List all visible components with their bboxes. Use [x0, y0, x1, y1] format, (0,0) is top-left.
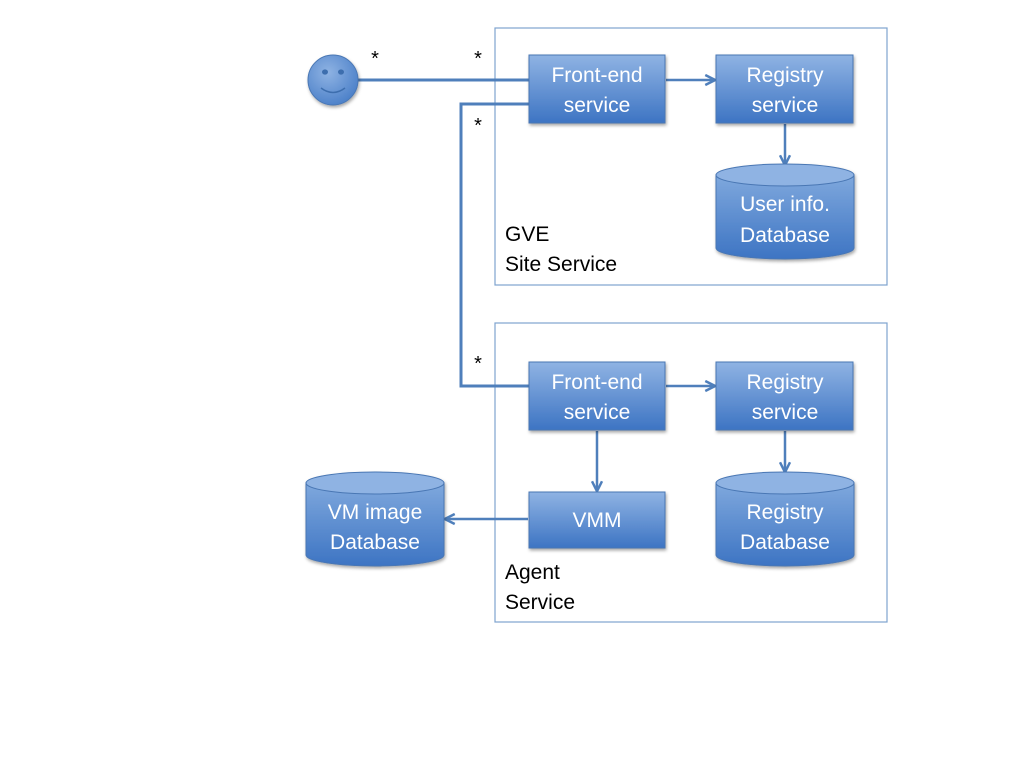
multiplicity-agent-frontend-end: *	[474, 353, 482, 375]
agent-service-label-line1: Agent	[505, 561, 560, 584]
multiplicity-markers: * * * *	[371, 48, 482, 375]
registry-db-label-line1: Registry	[746, 501, 824, 524]
agent-frontend-label-line1: Front-end	[551, 371, 642, 394]
user-db-label-line1: User info.	[740, 193, 830, 216]
site-to-agent-frontend-connector	[459, 102, 529, 388]
site-frontend-label-line2: service	[564, 94, 631, 117]
agent-registry-service-box: Registry service	[715, 361, 854, 431]
agent-frontend-service-box: Front-end service	[528, 361, 666, 431]
vm-image-db-label-line1: VM image	[328, 501, 423, 524]
user-db-label-line2: Database	[740, 224, 830, 247]
vmm-label: VMM	[573, 509, 622, 532]
multiplicity-site-frontend-lower: *	[474, 115, 482, 137]
site-frontend-label-line1: Front-end	[551, 64, 642, 87]
site-frontend-service-box: Front-end service	[528, 54, 666, 124]
smiley-user-icon	[307, 54, 359, 106]
vm-image-db-label-line2: Database	[330, 531, 420, 554]
agent-service-label-line2: Service	[505, 591, 575, 614]
registry-db-label-line2: Database	[740, 531, 830, 554]
site-registry-label-line2: service	[752, 94, 819, 117]
registry-database-cylinder: Registry Database	[715, 471, 855, 567]
vmm-box: VMM	[528, 491, 666, 549]
multiplicity-user-end: *	[371, 48, 379, 70]
user-info-database-cylinder: User info. Database	[715, 163, 855, 260]
connectors	[358, 80, 785, 519]
agent-registry-label-line1: Registry	[746, 371, 824, 394]
agent-frontend-label-line2: service	[564, 401, 631, 424]
agent-registry-label-line2: service	[752, 401, 819, 424]
site-service-label-line1: GVE	[505, 223, 549, 246]
site-service-label-line2: Site Service	[505, 253, 617, 276]
site-registry-label-line1: Registry	[746, 64, 824, 87]
site-registry-service-box: Registry service	[715, 54, 854, 124]
vm-image-database-cylinder: VM image Database	[305, 471, 445, 567]
multiplicity-site-frontend-end: *	[474, 48, 482, 70]
